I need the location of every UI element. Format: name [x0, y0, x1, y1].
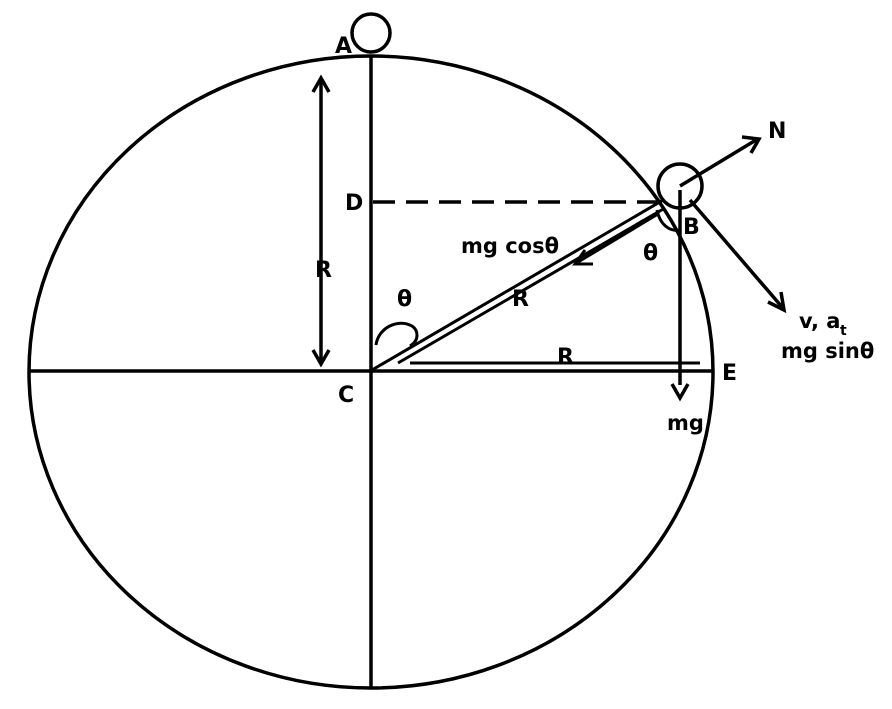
force-label-tangential: mg sinθ: [781, 339, 874, 363]
radius-line-c-b: [371, 197, 666, 372]
point-label-d: D: [345, 191, 363, 216]
radius-label-horizontal: R: [557, 345, 574, 370]
force-label-weight: mg: [667, 411, 704, 435]
angle-arc-b: [655, 209, 681, 232]
point-label-a: A: [335, 34, 352, 59]
radius-label-incline: R: [512, 287, 529, 312]
radius-arrow-up-head: [311, 74, 331, 93]
particle-at-a: [350, 12, 392, 54]
tangential-vector-head: [767, 291, 787, 314]
point-label-b: B: [683, 215, 700, 240]
force-label-normal: N: [768, 119, 786, 144]
angle-label-b: θ: [643, 241, 658, 266]
point-label-e: E: [722, 361, 737, 386]
radius-label-vertical: R: [315, 258, 332, 283]
angle-arc-center: [374, 321, 419, 348]
point-label-c: C: [338, 383, 354, 408]
radius-arrow-down-head: [311, 349, 331, 368]
force-label-radial: mg cosθ: [461, 234, 559, 258]
tangential-vector: [688, 198, 784, 309]
force-label-velocity-subscript: t: [840, 323, 847, 339]
radius-line-c-b-inner: [397, 206, 666, 365]
weight-vector-head: [670, 383, 690, 402]
angle-label-center: θ: [397, 287, 412, 312]
radial-component-vector: [577, 212, 659, 264]
force-label-velocity: v, a: [799, 309, 840, 333]
radial-component-head: [572, 249, 593, 266]
normal-vector-head: [741, 135, 762, 154]
normal-vector: [679, 138, 757, 188]
